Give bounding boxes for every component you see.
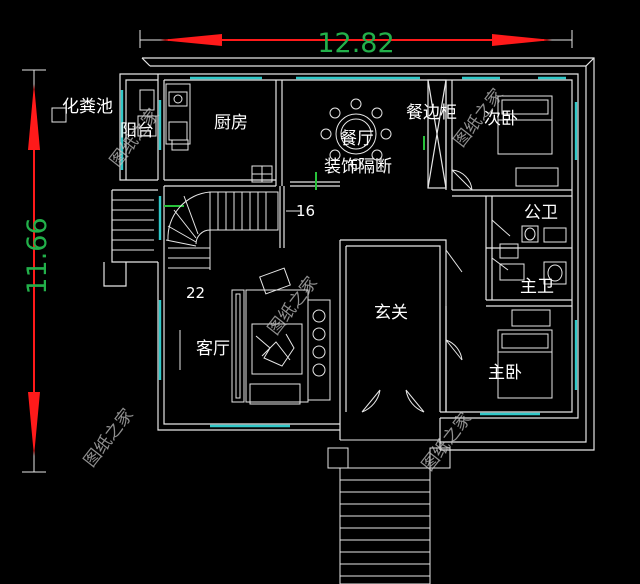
label-balcony: 阳台	[120, 121, 154, 141]
depth-label: 11.66	[22, 217, 53, 294]
watermark-4: 图纸之家	[80, 405, 138, 471]
label-public-bath: 公卫	[524, 203, 558, 223]
entry-steps	[327, 439, 451, 584]
label-septic: 化粪池	[62, 97, 113, 117]
dimension-depth: 11.66	[22, 69, 53, 473]
doors	[361, 169, 511, 413]
watermark-3: 图纸之家	[264, 273, 322, 339]
bath-fixtures	[499, 225, 567, 285]
label-living: 客厅	[196, 339, 230, 359]
bedroom-beds	[497, 95, 559, 399]
watermark-1: 图纸之家	[106, 105, 164, 171]
label-sideboard: 餐边柜	[406, 103, 457, 123]
windows	[120, 76, 578, 428]
label-second-bedroom: 次卧	[484, 109, 518, 129]
room-labels: 化粪池 阳台 厨房 餐厅 装饰隔断 餐边柜 次卧 公卫 主卫 客厅 玄关 主卧 …	[62, 97, 558, 383]
living-furniture	[179, 267, 331, 405]
septic-tank-box	[51, 107, 67, 123]
stair-count-lower: 22	[186, 284, 205, 302]
label-master-bedroom: 主卧	[488, 363, 522, 383]
side-steps	[112, 199, 154, 251]
label-dining: 餐厅	[340, 129, 374, 149]
watermarks: 图纸之家 图纸之家 图纸之家 图纸之家 图纸之家	[80, 85, 508, 475]
stair-count-upper: 16	[296, 202, 315, 220]
staircase	[165, 191, 300, 270]
exterior-walls	[103, 57, 595, 451]
label-partition: 装饰隔断	[324, 157, 392, 177]
dining-table	[320, 98, 392, 170]
label-master-bath: 主卫	[520, 277, 554, 297]
dimension-width: 12.82	[139, 28, 573, 59]
width-label: 12.82	[317, 28, 394, 59]
interior-walls	[163, 79, 572, 424]
label-kitchen: 厨房	[214, 113, 248, 133]
label-foyer: 玄关	[374, 303, 408, 323]
kitchen-fixtures	[137, 83, 273, 183]
